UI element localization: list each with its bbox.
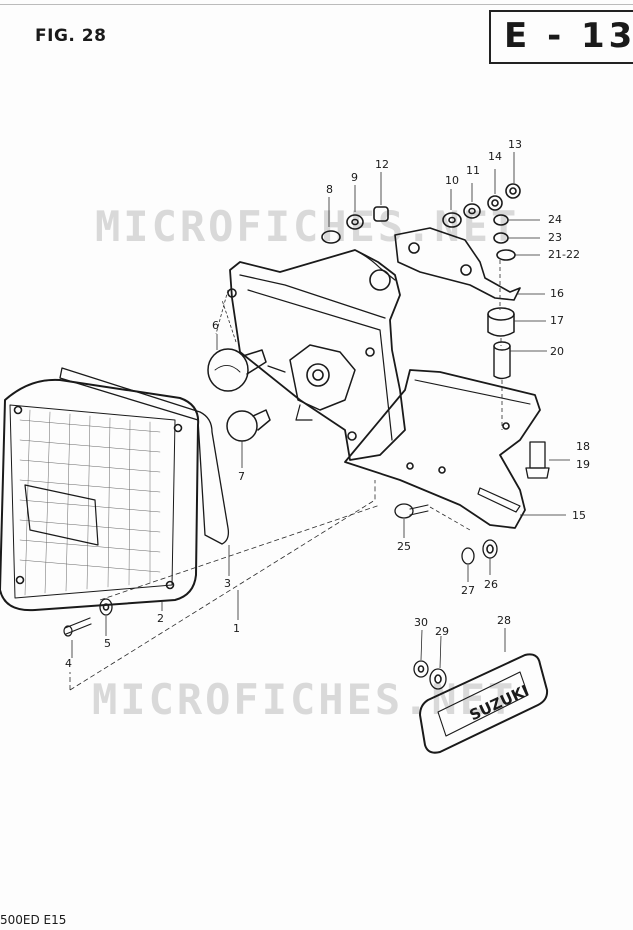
washers <box>321 183 521 261</box>
part-label-11: 11 <box>466 164 480 177</box>
washer-29 <box>429 668 447 690</box>
part-label-17: 17 <box>550 314 564 327</box>
lens-screw <box>63 617 92 637</box>
part-label-14: 14 <box>488 150 502 163</box>
lens-washer <box>99 598 113 616</box>
bulb-large <box>207 348 267 392</box>
watermark-top: MICROFICHES.NET <box>95 202 520 251</box>
part-label-23: 23 <box>548 231 562 244</box>
nut-30 <box>413 660 429 678</box>
part-label-25: 25 <box>397 540 411 553</box>
model-code: 500ED E15 <box>0 913 67 927</box>
lamp-housing <box>227 249 406 461</box>
part-label-24: 24 <box>548 213 562 226</box>
part-label-8: 8 <box>326 183 333 196</box>
part-label-1: 1 <box>233 622 240 635</box>
leader-lines <box>69 152 570 691</box>
figure-label: FIG. 28 <box>35 26 107 46</box>
part-label-26: 26 <box>484 578 498 591</box>
part-label-28: 28 <box>497 614 511 627</box>
part-label-3: 3 <box>224 577 231 590</box>
part-label-30: 30 <box>414 616 428 629</box>
suzuki-emblem <box>419 653 549 754</box>
part-label-6: 6 <box>212 319 219 332</box>
part-label-12: 12 <box>375 158 389 171</box>
screw-bracket <box>394 503 429 519</box>
part-label-10: 10 <box>445 174 459 187</box>
part-label-29: 29 <box>435 625 449 638</box>
section-box <box>489 10 633 64</box>
upper-bracket <box>394 227 521 301</box>
collar <box>487 307 515 337</box>
emblem-lettering: SUZUKI <box>467 681 532 724</box>
part-label-16: 16 <box>550 287 564 300</box>
part-label-4: 4 <box>65 657 72 670</box>
top-rule <box>0 4 633 5</box>
bulb-small <box>226 409 271 442</box>
part-label-2: 2 <box>157 612 164 625</box>
part-label-18: 18 <box>576 440 590 453</box>
spacer <box>493 341 511 380</box>
bolt <box>525 441 550 479</box>
part-label-19: 19 <box>576 458 590 471</box>
part-label-27: 27 <box>461 584 475 597</box>
part-label-7: 7 <box>238 470 245 483</box>
bulb-socket <box>267 344 356 421</box>
section-code: E - 13 <box>504 16 633 56</box>
tail-lamp-lens <box>0 378 200 612</box>
part-label-13: 13 <box>508 138 522 151</box>
part-label-5: 5 <box>104 637 111 650</box>
part-label-20: 20 <box>550 345 564 358</box>
part-label-15: 15 <box>572 509 586 522</box>
mounting-bracket <box>344 369 541 529</box>
nut-26 <box>482 539 498 559</box>
part-label-9: 9 <box>351 171 358 184</box>
lens-gasket <box>59 367 230 545</box>
part-label-21-22: 21-22 <box>548 248 580 261</box>
watermark-bottom: MICROFICHES.NET <box>92 675 517 724</box>
washer-27 <box>461 547 475 565</box>
